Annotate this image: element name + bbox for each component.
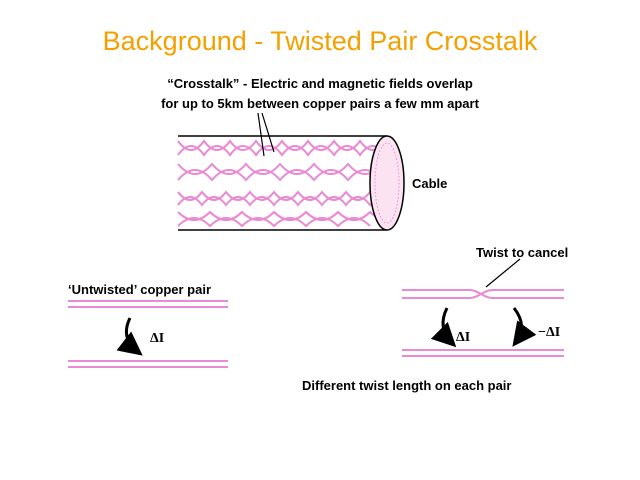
- cable-end-face: [369, 135, 405, 231]
- twist-label: Twist to cancel: [476, 245, 569, 260]
- twisted-pair: [402, 258, 564, 357]
- wire-strand: [177, 194, 387, 207]
- twisted-wire-strands: [177, 139, 387, 228]
- cable-label: Cable: [412, 176, 448, 191]
- coupling-arrow: [430, 307, 457, 348]
- untwisted-pair: [68, 300, 228, 368]
- crosstalk-text-line1: “Crosstalk” - Electric and magnetic fiel…: [167, 76, 473, 91]
- caption: Different twist length on each pair: [302, 378, 512, 393]
- delta-i-label-center: ΔI: [456, 330, 471, 345]
- wire-strand: [177, 145, 387, 157]
- wire-strand: [177, 190, 387, 203]
- untwisted-label: ‘Untwisted’ copper pair: [68, 282, 212, 297]
- cable-illustration: [177, 112, 405, 231]
- delta-i-label-left: ΔI: [150, 331, 165, 346]
- twist-pointer-line: [485, 258, 521, 288]
- wire-strand: [177, 169, 383, 182]
- cable-end-strands: [374, 142, 400, 224]
- wire-strand: [177, 162, 383, 175]
- wire-line: [402, 289, 564, 299]
- neg-delta-i-label: −ΔI: [538, 325, 561, 340]
- coupling-arrow: [512, 307, 537, 347]
- pointer-line: [257, 112, 265, 157]
- coupling-arrow: [116, 317, 143, 356]
- crosstalk-text-line2: for up to 5km between copper pairs a few…: [161, 96, 479, 111]
- wire-strand: [177, 210, 385, 221]
- pointer-line: [261, 112, 275, 153]
- wire-strand: [177, 217, 371, 228]
- slide-title: Background - Twisted Pair Crosstalk: [102, 26, 538, 56]
